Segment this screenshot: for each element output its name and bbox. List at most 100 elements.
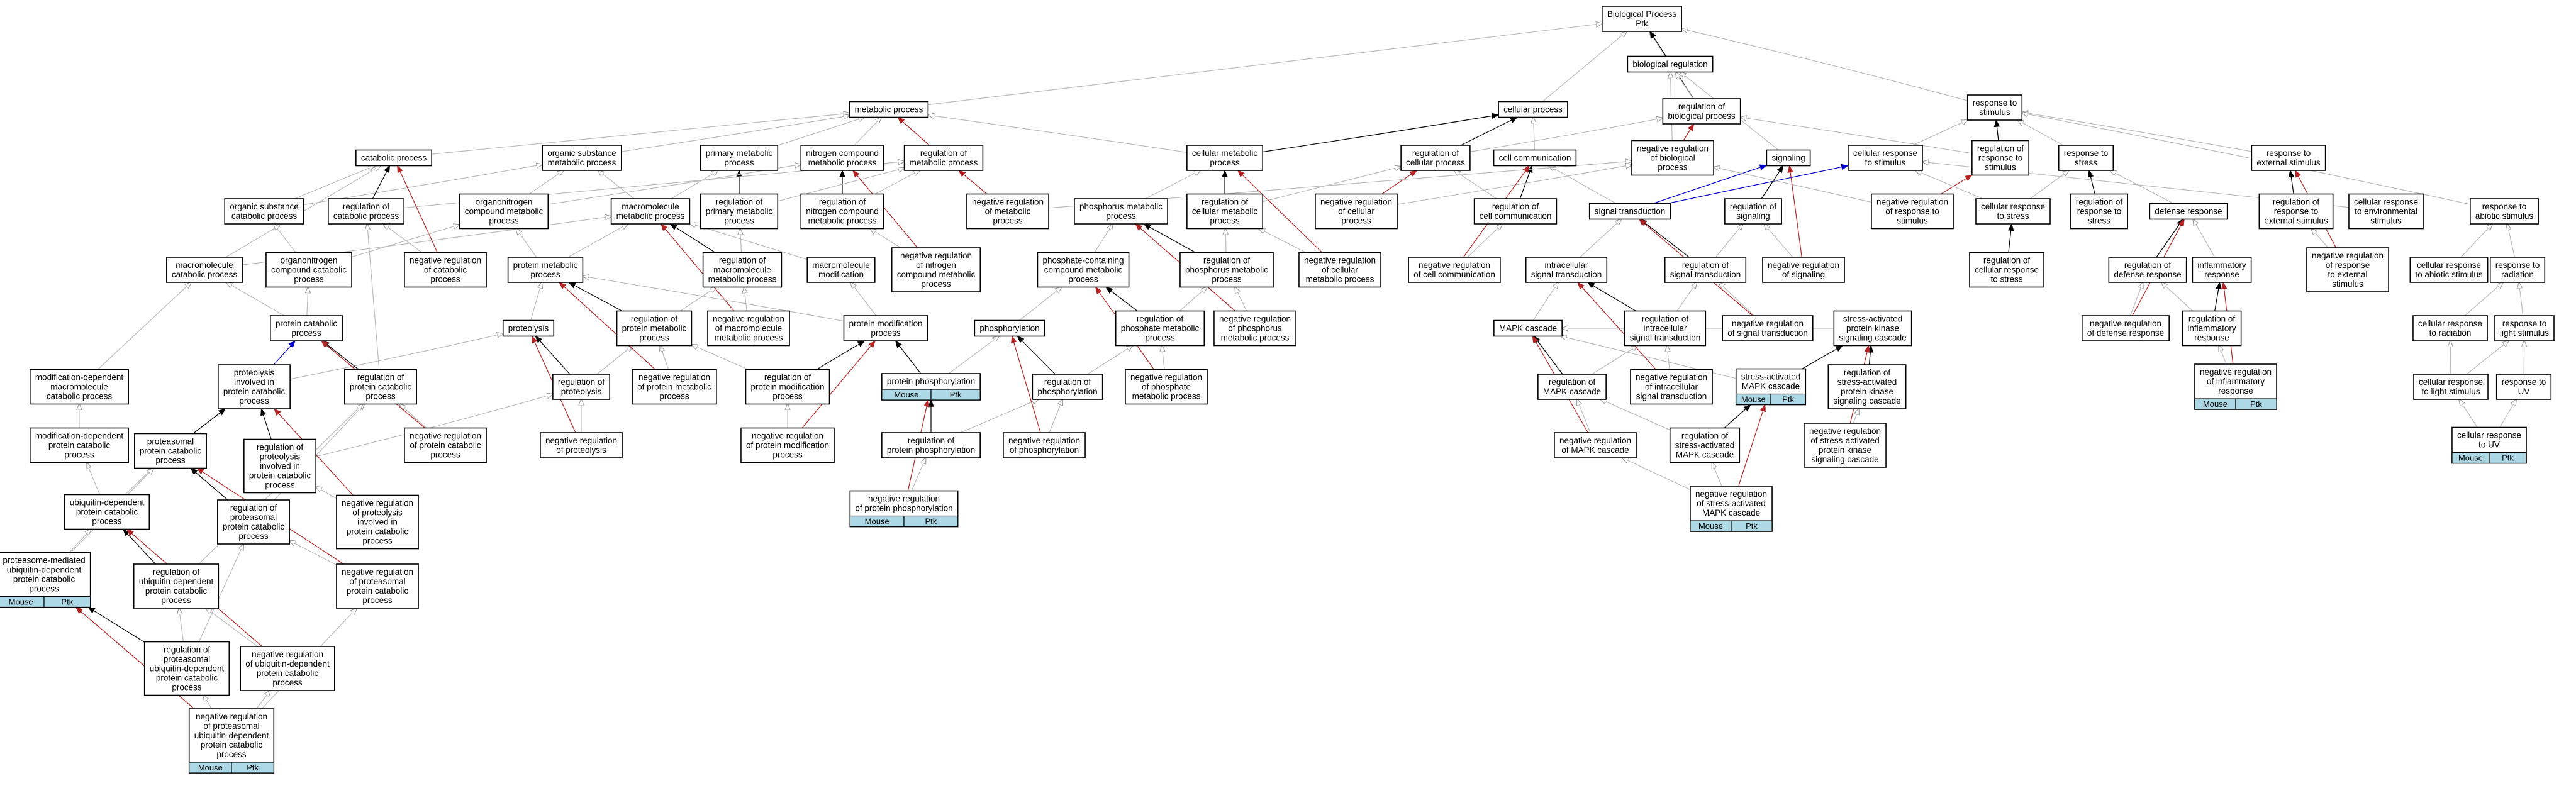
go-term-node[interactable]: MAPK cascade [1493, 319, 1563, 337]
go-term-node[interactable]: proteasome-mediatedubiquitin-dependentpr… [0, 552, 91, 608]
go-term-node[interactable]: signal transduction [1588, 203, 1671, 220]
go-term-node[interactable]: signaling [1766, 149, 1811, 167]
go-term-node[interactable]: regulation ofubiquitin-dependentprotein … [133, 563, 220, 609]
go-term-node[interactable]: defense response [2149, 203, 2228, 220]
go-term-node[interactable]: catabolic process [355, 149, 432, 167]
go-term-node[interactable]: regulation ofproteasomalubiquitin-depend… [143, 641, 230, 696]
go-term-node[interactable]: cell communication [1493, 149, 1577, 167]
go-term-node[interactable]: proteolysis [502, 319, 555, 337]
go-term-node[interactable]: biological regulation [1627, 55, 1714, 73]
go-term-node[interactable]: cellular process [1498, 101, 1568, 118]
go-term-node[interactable]: metabolic process [849, 101, 929, 118]
go-term-node[interactable]: modification-dependentmacromoleculecatab… [30, 369, 129, 405]
